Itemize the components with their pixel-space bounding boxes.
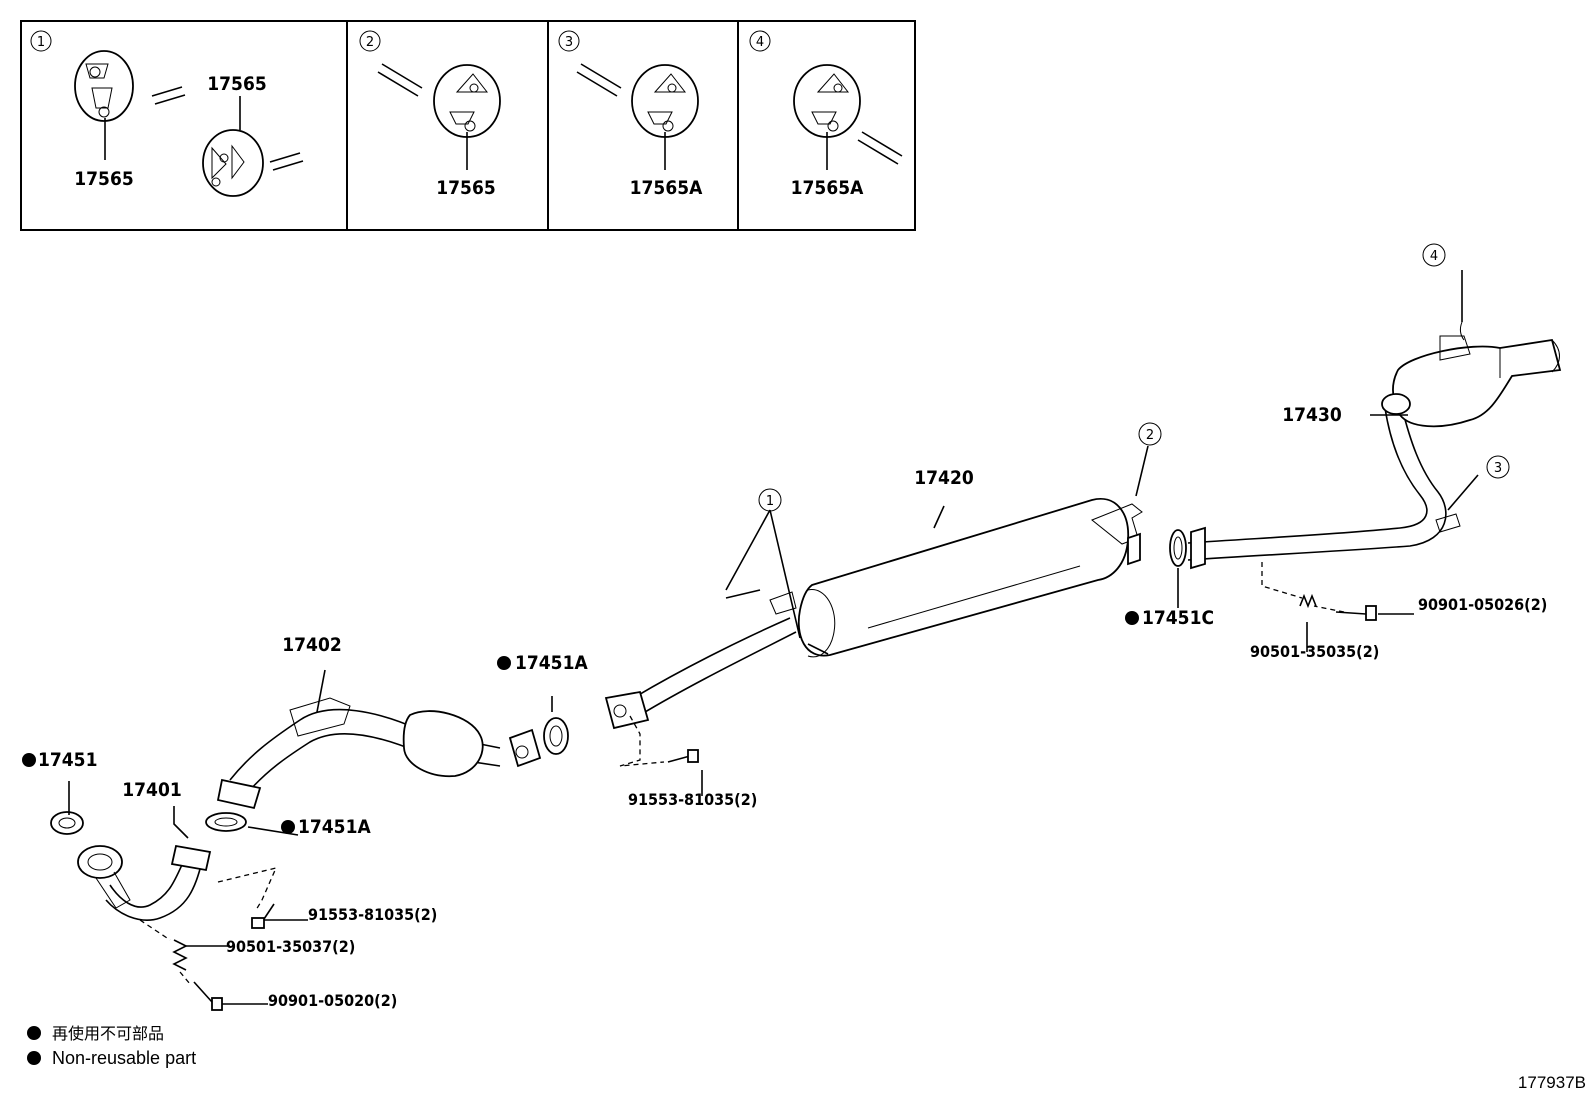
svg-text:3: 3 bbox=[1494, 461, 1502, 476]
tail-pipe-17430 bbox=[1187, 270, 1562, 570]
inset-2-part-label: 17565 bbox=[436, 177, 495, 199]
part-label-17420: 17420 bbox=[914, 467, 974, 489]
diagram-id: 177937B bbox=[1518, 1073, 1586, 1092]
spring-90501-35035-icon bbox=[1299, 593, 1317, 609]
part-label-91553-upper: 91553-81035(2) bbox=[628, 790, 757, 809]
inset-3: 3 17565A bbox=[558, 30, 703, 199]
inset-1-part-label: 17565 bbox=[74, 168, 133, 190]
part-label-90501-35035: 90501-35035(2) bbox=[1250, 642, 1379, 661]
rubber-hanger-icon bbox=[631, 64, 699, 138]
inset-2-number: 2 bbox=[366, 35, 374, 50]
part-label-17451A-upper: 17451A bbox=[515, 652, 588, 674]
inset-3-number: 3 bbox=[565, 35, 573, 50]
part-label-17451A-lower: 17451A bbox=[298, 816, 371, 838]
inset-4-number: 4 bbox=[756, 35, 764, 50]
legend-jp: 再使用不可部品 bbox=[52, 1024, 164, 1043]
center-muffler-17420 bbox=[604, 497, 1143, 730]
inset-1-part2-label: 17565 bbox=[207, 73, 266, 95]
rubber-hanger-icon bbox=[74, 50, 134, 122]
callout-1: 1 bbox=[758, 488, 782, 512]
legend: 再使用不可部品 Non-reusable part bbox=[27, 1024, 196, 1068]
gasket-17451 bbox=[50, 811, 84, 835]
bolt-91553-upper-icon bbox=[667, 749, 699, 763]
bolt-91553-lower-icon bbox=[251, 903, 275, 929]
callout-2: 2 bbox=[1138, 422, 1162, 446]
part-label-17401: 17401 bbox=[122, 779, 181, 801]
hanger-rod-icon bbox=[576, 63, 622, 97]
non-reusable-markers bbox=[22, 611, 1139, 834]
callout-4: 4 bbox=[1422, 243, 1446, 267]
part-label-17430: 17430 bbox=[1282, 404, 1342, 426]
leader-lines bbox=[68, 414, 1414, 1005]
part-label-17451C: 17451C bbox=[1142, 607, 1214, 629]
dashed-assembly-lines bbox=[139, 562, 1345, 985]
part-label-17402: 17402 bbox=[282, 634, 341, 656]
svg-text:2: 2 bbox=[1146, 428, 1154, 443]
inset-1: 1 17565 17565 bbox=[30, 30, 304, 197]
part-label-90901-05026: 90901-05026(2) bbox=[1418, 595, 1547, 614]
callout-3: 3 bbox=[1486, 455, 1510, 479]
inset-1-number: 1 bbox=[37, 35, 45, 50]
bolt-90901-05020-icon bbox=[193, 981, 223, 1011]
hanger-rod-icon bbox=[151, 86, 186, 105]
hanger-rod-icon bbox=[269, 152, 304, 171]
part-label-17451: 17451 bbox=[38, 749, 97, 771]
inset-panels bbox=[20, 20, 916, 231]
rubber-hanger-icon bbox=[202, 129, 264, 197]
inset-3-part-label: 17565A bbox=[630, 177, 703, 199]
svg-text:1: 1 bbox=[766, 494, 774, 509]
part-label-90501-35037: 90501-35037(2) bbox=[226, 937, 355, 956]
part-label-90901-05020: 90901-05020(2) bbox=[268, 991, 397, 1010]
rubber-hanger-icon bbox=[433, 64, 501, 138]
part-label-91553-lower: 91553-81035(2) bbox=[308, 905, 437, 924]
hanger-rod-icon bbox=[857, 131, 903, 165]
gasket-17451A-lower bbox=[205, 812, 247, 832]
manifold-pipe-17401 bbox=[77, 844, 212, 921]
inset-2: 2 17565 bbox=[359, 30, 501, 199]
rubber-hanger-icon bbox=[793, 64, 861, 138]
inset-4-part-label: 17565A bbox=[791, 177, 864, 199]
inset-4: 4 17565A bbox=[749, 30, 903, 199]
gasket-17451A-upper bbox=[543, 717, 569, 755]
legend-en: Non-reusable part bbox=[52, 1048, 196, 1068]
bolt-90901-05026-icon bbox=[1335, 605, 1377, 621]
svg-text:4: 4 bbox=[1430, 249, 1438, 264]
gasket-17451C bbox=[1169, 529, 1187, 567]
spring-90501-35037-icon bbox=[172, 939, 188, 971]
front-pipe-17402 bbox=[216, 697, 542, 810]
hanger-rod-icon bbox=[377, 63, 423, 97]
